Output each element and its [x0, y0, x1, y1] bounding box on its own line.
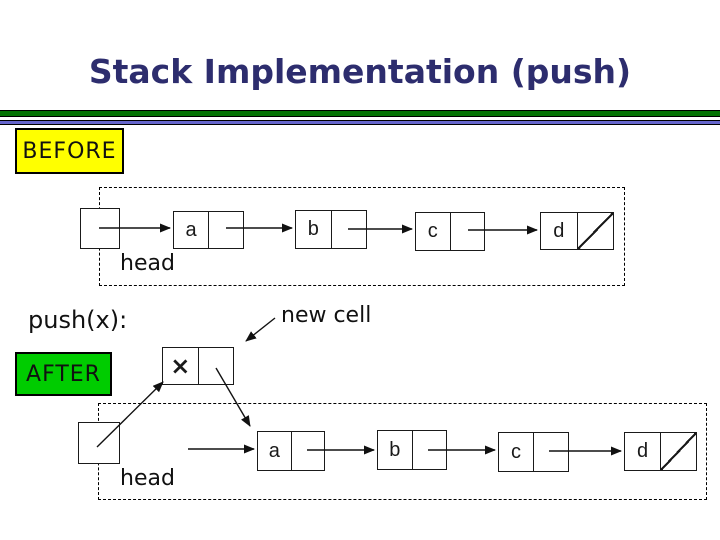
node-pointer-cell — [451, 213, 485, 250]
page-title: Stack Implementation (push) — [88, 52, 632, 91]
node-value-cell: c — [416, 213, 451, 250]
before-badge: BEFORE — [15, 128, 124, 174]
after-head-box — [78, 422, 120, 464]
node-value-cell: d — [625, 433, 661, 470]
null-pointer-slash — [661, 433, 696, 470]
after-node-b: b — [377, 430, 447, 470]
divider-rule-blue — [0, 120, 720, 125]
after-node-c: c — [498, 432, 569, 472]
arrow-newcell-label-to-newcell — [245, 317, 276, 342]
node-value-cell: b — [378, 431, 413, 469]
node-pointer-cell — [534, 433, 568, 471]
node-value-cell: a — [258, 432, 292, 470]
node-pointer-cell — [413, 431, 447, 469]
node-pointer-cell — [209, 212, 243, 248]
after-badge: AFTER — [15, 352, 112, 396]
after-node-d: d — [624, 432, 697, 471]
before-head-label: head — [120, 251, 175, 276]
before-node-c: c — [415, 212, 485, 251]
node-pointer-cell — [199, 348, 234, 384]
before-node-a: a — [173, 211, 244, 249]
node-value-cell: a — [174, 212, 209, 248]
node-value-cell: b — [296, 211, 332, 248]
node-pointer-cell — [332, 211, 367, 248]
push-operation-label: push(x): — [28, 306, 128, 334]
new-cell-value: × — [163, 348, 199, 384]
null-pointer-slash — [577, 213, 613, 249]
node-value-cell: d — [541, 213, 578, 249]
new-cell-box: × — [162, 347, 234, 385]
divider-rule-green — [0, 110, 720, 117]
node-pointer-cell — [292, 432, 325, 470]
before-node-d: d — [540, 212, 614, 250]
node-value-cell: c — [499, 433, 534, 471]
before-node-b: b — [295, 210, 367, 249]
after-head-label: head — [120, 466, 175, 491]
new-cell-label: new cell — [281, 303, 372, 328]
after-node-a: a — [257, 431, 325, 471]
before-head-box — [80, 208, 120, 249]
